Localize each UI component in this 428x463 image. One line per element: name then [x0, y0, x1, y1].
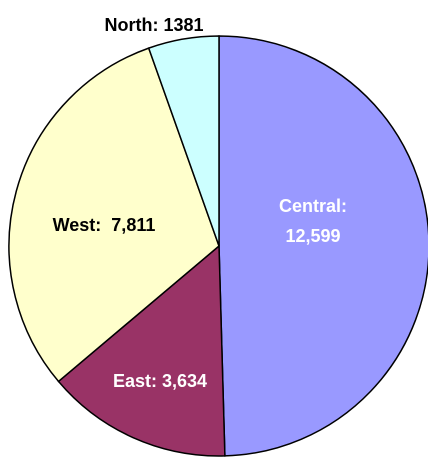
pie-slice-2	[8, 47, 220, 383]
pie-slice-0	[218, 35, 428, 457]
pie-slice-3	[147, 35, 220, 247]
slice-label-0-line-0: Central:	[279, 196, 347, 216]
slice-label-0-line-1: 12,599	[285, 226, 340, 246]
slices-layer	[8, 35, 428, 457]
slice-label-2-line-0: West: 7,811	[53, 215, 156, 235]
pie-slice-1	[57, 244, 226, 457]
slice-label-1-line-0: East: 3,634	[113, 371, 207, 391]
slice-label-3-line-0: North: 1381	[104, 15, 203, 35]
